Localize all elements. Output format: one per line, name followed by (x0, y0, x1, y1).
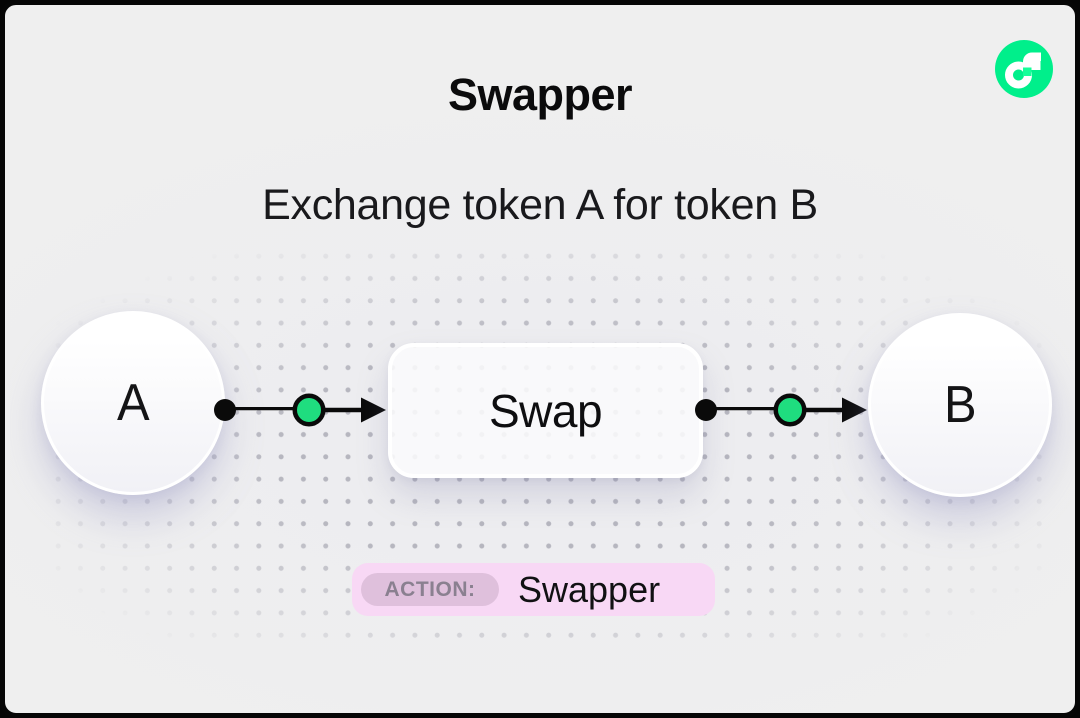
flow-logo-icon (995, 40, 1053, 98)
connector-arrow-left (214, 387, 386, 433)
token-b-label: B (943, 376, 977, 434)
token-b-node: B (868, 313, 1052, 497)
swap-box-label: Swap (488, 384, 603, 437)
action-badge-label: ACTION: (384, 577, 476, 601)
arrowhead-icon (361, 397, 386, 423)
page-subtitle: Exchange token A for token B (262, 181, 818, 229)
action-badge: ACTION: Swapper (352, 563, 715, 616)
token-a-node: A (41, 311, 225, 495)
wire-start-dot (695, 399, 717, 421)
token-a-label: A (116, 374, 150, 432)
wire-green-node (292, 393, 326, 427)
connector-arrow-right (695, 387, 867, 433)
action-badge-value: Swapper (518, 568, 661, 610)
wire-green-node (773, 393, 807, 427)
action-badge-chip: ACTION: (361, 573, 499, 606)
flow-logo-svg (995, 40, 1053, 98)
swap-action-box: Swap (388, 343, 703, 478)
wire-start-dot (214, 399, 236, 421)
page-title: Swapper (447, 69, 633, 120)
arrowhead-icon (842, 397, 867, 423)
